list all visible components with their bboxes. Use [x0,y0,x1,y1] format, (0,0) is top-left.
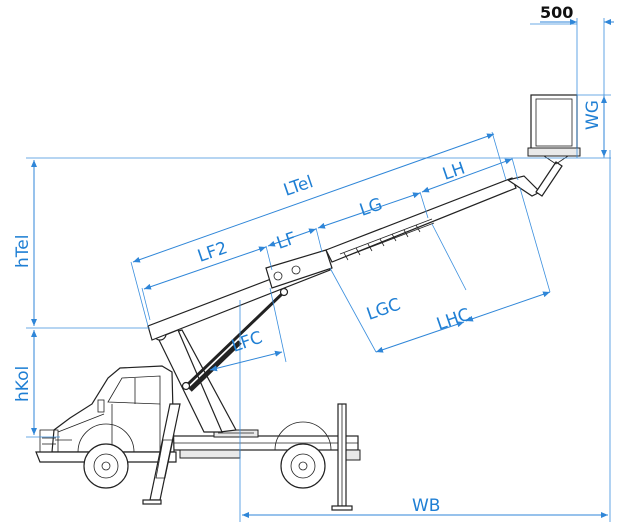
wb-label: WB [412,496,440,516]
htel-label: hTel [13,235,33,268]
lgc-label: LGC [364,295,403,325]
top-width-label: 500 [540,3,573,22]
wg-label: WG [583,100,603,130]
lg-label: LG [357,194,385,220]
lift-cylinder [184,290,286,388]
cab-window [107,375,161,405]
front-outrigger [142,403,181,505]
rear-outrigger [331,403,353,511]
lfc-label: LFC [229,328,265,357]
basket-arm [535,161,563,197]
lf-label: LF [274,229,299,254]
dimension-lines [26,18,614,522]
basket [527,94,581,165]
hkol-label: hKol [13,366,33,402]
truck-cab [51,365,175,453]
ltel-label: LTel [281,172,316,201]
lf2-label: LF2 [195,238,230,267]
lhc-label: LHC [434,305,473,335]
lh-label: LH [440,159,468,185]
truck-drawing [35,94,581,511]
boom-telescopic [325,177,517,263]
rear-wheel [280,443,326,489]
front-wheel [83,443,129,489]
